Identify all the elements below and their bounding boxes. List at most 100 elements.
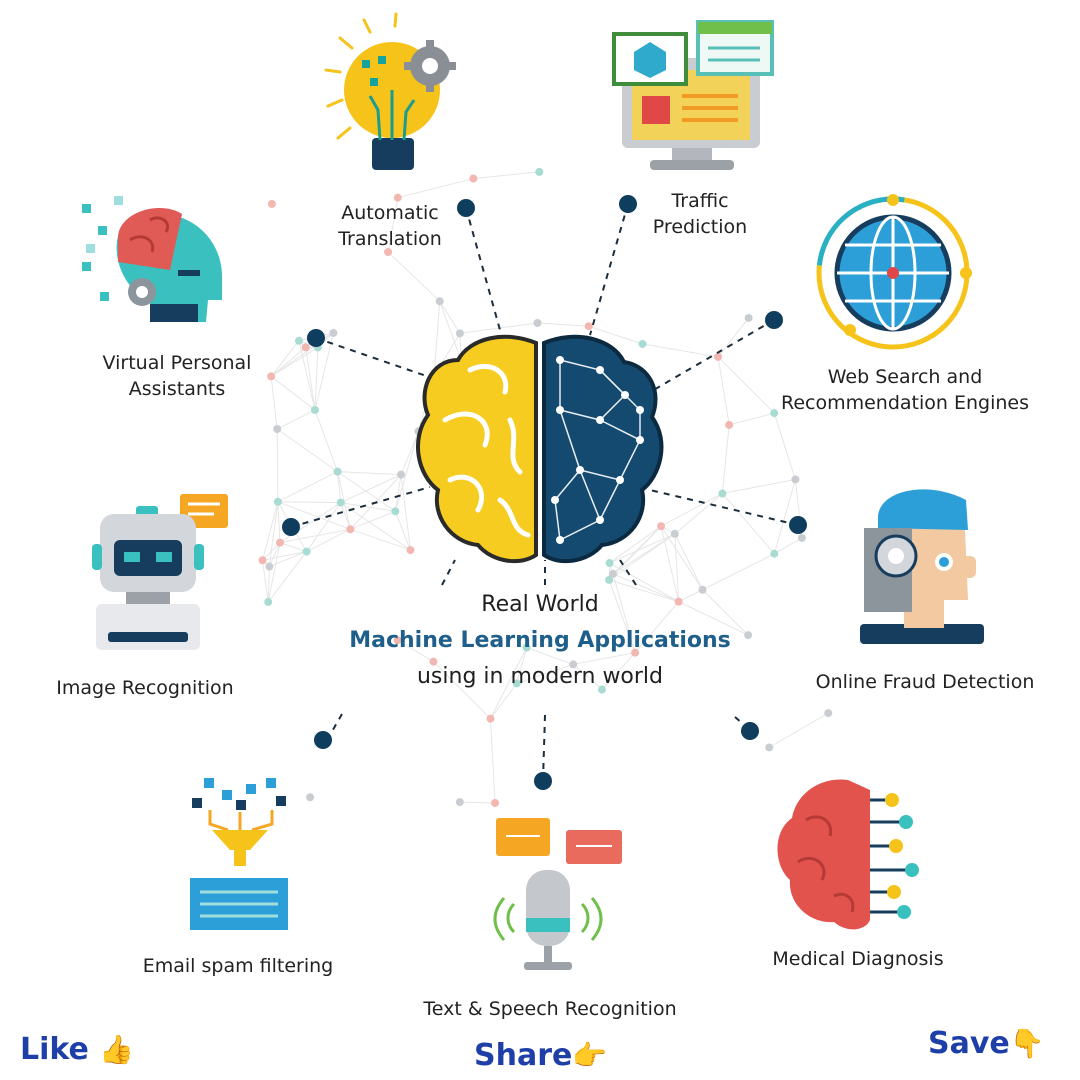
network-edge [489, 718, 496, 803]
network-dot [406, 546, 415, 555]
network-edge [634, 601, 680, 653]
network-edge [262, 551, 307, 561]
network-dot [714, 352, 723, 361]
label-line: Assistants [128, 378, 226, 400]
network-edge [387, 251, 441, 302]
network-dot [273, 497, 282, 506]
network-edge [387, 197, 399, 253]
network-edge [660, 493, 723, 527]
network-edge [279, 528, 351, 544]
label-online-fraud-detection: Online Fraud Detection [815, 671, 1035, 693]
network-dot [397, 470, 406, 479]
network-edge [268, 501, 279, 567]
label-email-spam-filtering: Email spam filtering [142, 955, 334, 977]
lightbulb-gear-icon [324, 12, 456, 170]
network-edge [612, 533, 676, 575]
network-dot [631, 648, 640, 657]
network-edge [612, 525, 662, 575]
network-edge [768, 712, 829, 748]
label-line: Web Search and [827, 366, 983, 388]
network-edge [277, 471, 338, 503]
network-dot [765, 743, 774, 752]
network-edge [678, 589, 703, 603]
network-edge [717, 356, 730, 425]
network-edge [717, 317, 750, 358]
network-dot [384, 248, 393, 257]
like-button[interactable]: Like 👍 [20, 1032, 134, 1067]
network-edge [702, 589, 749, 636]
network-edge [340, 502, 396, 512]
network-dot [725, 420, 734, 429]
network-dot [533, 318, 542, 327]
network-edge [270, 376, 278, 430]
network-edge [394, 431, 419, 512]
network-edge [400, 431, 419, 475]
medical-brain-icon [777, 779, 919, 930]
network-edge [439, 300, 461, 334]
network-edge [306, 528, 351, 553]
network-edge [340, 502, 411, 551]
network-edge [516, 647, 528, 684]
like-label: Like [20, 1032, 89, 1067]
network-edge [588, 325, 643, 345]
network-edge [608, 579, 679, 603]
network-edge [473, 171, 540, 180]
network-dot [670, 529, 679, 538]
label-web-search: Web Search and Recommendation Engines [770, 364, 1040, 416]
network-dot [333, 467, 342, 476]
network-dot [435, 297, 444, 306]
network-dot [455, 329, 464, 338]
network-edge [340, 502, 351, 530]
network-edge [721, 424, 730, 494]
share-button[interactable]: Share👉 [474, 1038, 607, 1073]
label-medical-diagnosis: Medical Diagnosis [772, 948, 944, 970]
network-dot [608, 569, 617, 578]
connector-node [282, 518, 300, 536]
connector-node [789, 516, 807, 534]
label-traffic-prediction: Traffic Prediction [640, 188, 760, 240]
network-edge [270, 340, 300, 377]
network-dot [698, 585, 707, 594]
network-edge [612, 573, 636, 653]
network-edge [572, 664, 603, 690]
share-label: Share [474, 1038, 573, 1073]
network-edge [270, 375, 316, 411]
network-dot [258, 556, 267, 565]
network-dot [310, 405, 319, 414]
network-dot [535, 167, 544, 176]
network-edge [573, 652, 636, 665]
network-dot [302, 547, 311, 556]
network-edge [433, 301, 441, 377]
monitor-traffic-icon [612, 20, 774, 170]
network-edge [674, 533, 703, 590]
network-edge [608, 579, 636, 653]
network-edge [314, 409, 339, 472]
connector-node [534, 772, 552, 790]
network-edge [526, 647, 574, 665]
network-dot [391, 507, 400, 516]
network-dot [486, 714, 495, 723]
network-edge [717, 356, 775, 414]
network-edge [350, 510, 396, 530]
network-dot [267, 199, 276, 208]
network-dot [455, 798, 464, 807]
network-dot [824, 709, 833, 718]
network-dot [605, 559, 614, 568]
email-filter-icon [190, 778, 288, 930]
network-edge [609, 562, 679, 603]
network-edge [609, 533, 676, 564]
network-dot [522, 643, 531, 652]
network-dot [569, 660, 578, 669]
cyborg-face-icon [860, 489, 984, 644]
network-edge [601, 652, 636, 690]
network-edge [642, 343, 719, 358]
network-edge [314, 347, 319, 410]
network-dot [584, 322, 593, 331]
network-edge [394, 474, 402, 512]
network-edge [267, 542, 281, 603]
network-dot [797, 533, 806, 542]
network-dot [657, 522, 666, 531]
network-edge [433, 661, 491, 720]
save-button[interactable]: Save👇 [928, 1026, 1045, 1061]
